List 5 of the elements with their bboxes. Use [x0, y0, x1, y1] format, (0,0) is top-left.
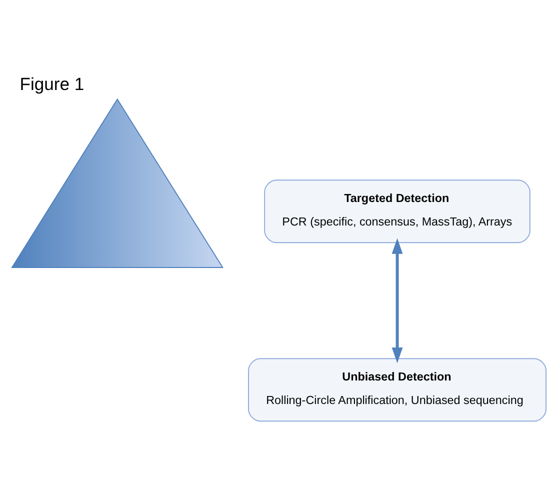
node-box: Targeted Detection PCR (specific, consensus, MassTag), Arrays — [264, 180, 530, 244]
diagram-title: Figure 1 — [20, 74, 84, 94]
node-triangle — [11, 98, 224, 268]
arrow — [392, 238, 403, 364]
node-box: Unbiased Detection Rolling-Circle Amplification, Unbiased sequencing — [248, 358, 546, 422]
